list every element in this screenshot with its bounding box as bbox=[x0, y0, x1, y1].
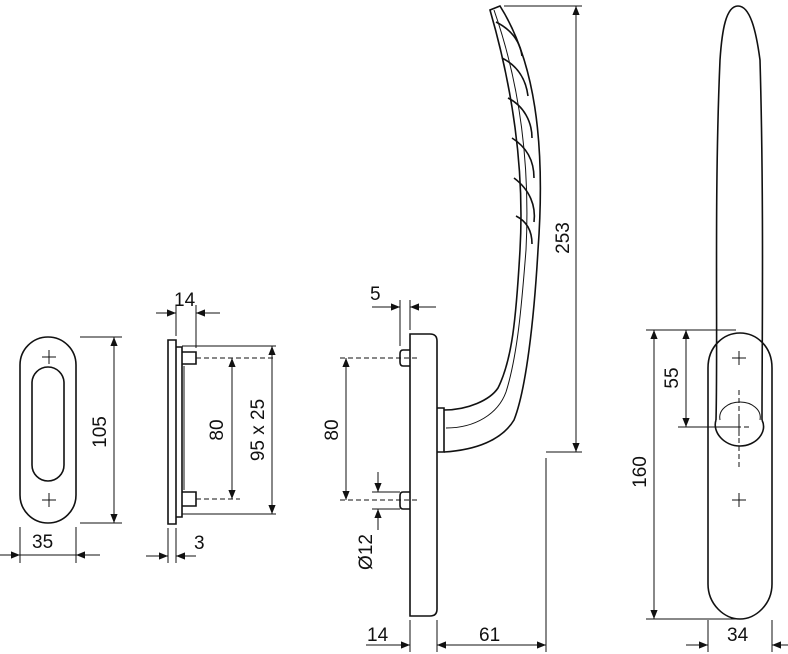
spindle-diameter-label: Ø12 bbox=[356, 534, 377, 570]
handle-height-label: 253 bbox=[553, 222, 574, 254]
recess-size-label: 95 x 25 bbox=[248, 399, 269, 461]
recess-view bbox=[146, 305, 276, 563]
rear-offset-label: 55 bbox=[662, 367, 683, 388]
recess-hole-spacing-label: 80 bbox=[207, 419, 228, 440]
recess-plate-label: 3 bbox=[194, 533, 205, 554]
handle-side-view bbox=[340, 5, 582, 652]
plate-thickness-label: 14 bbox=[367, 625, 389, 646]
rosette-view bbox=[0, 336, 122, 563]
handle-rear-view bbox=[646, 5, 788, 652]
handle-projection-label: 61 bbox=[479, 625, 500, 646]
handle-hole-spacing-label: 80 bbox=[322, 419, 343, 440]
spindle-offset-label: 5 bbox=[370, 284, 381, 305]
rear-length-label: 160 bbox=[630, 456, 651, 488]
rosette-height-label: 105 bbox=[90, 416, 111, 448]
rosette-width-label: 35 bbox=[32, 532, 53, 553]
rear-width-label: 34 bbox=[727, 625, 749, 646]
recess-depth-label: 14 bbox=[174, 290, 196, 311]
